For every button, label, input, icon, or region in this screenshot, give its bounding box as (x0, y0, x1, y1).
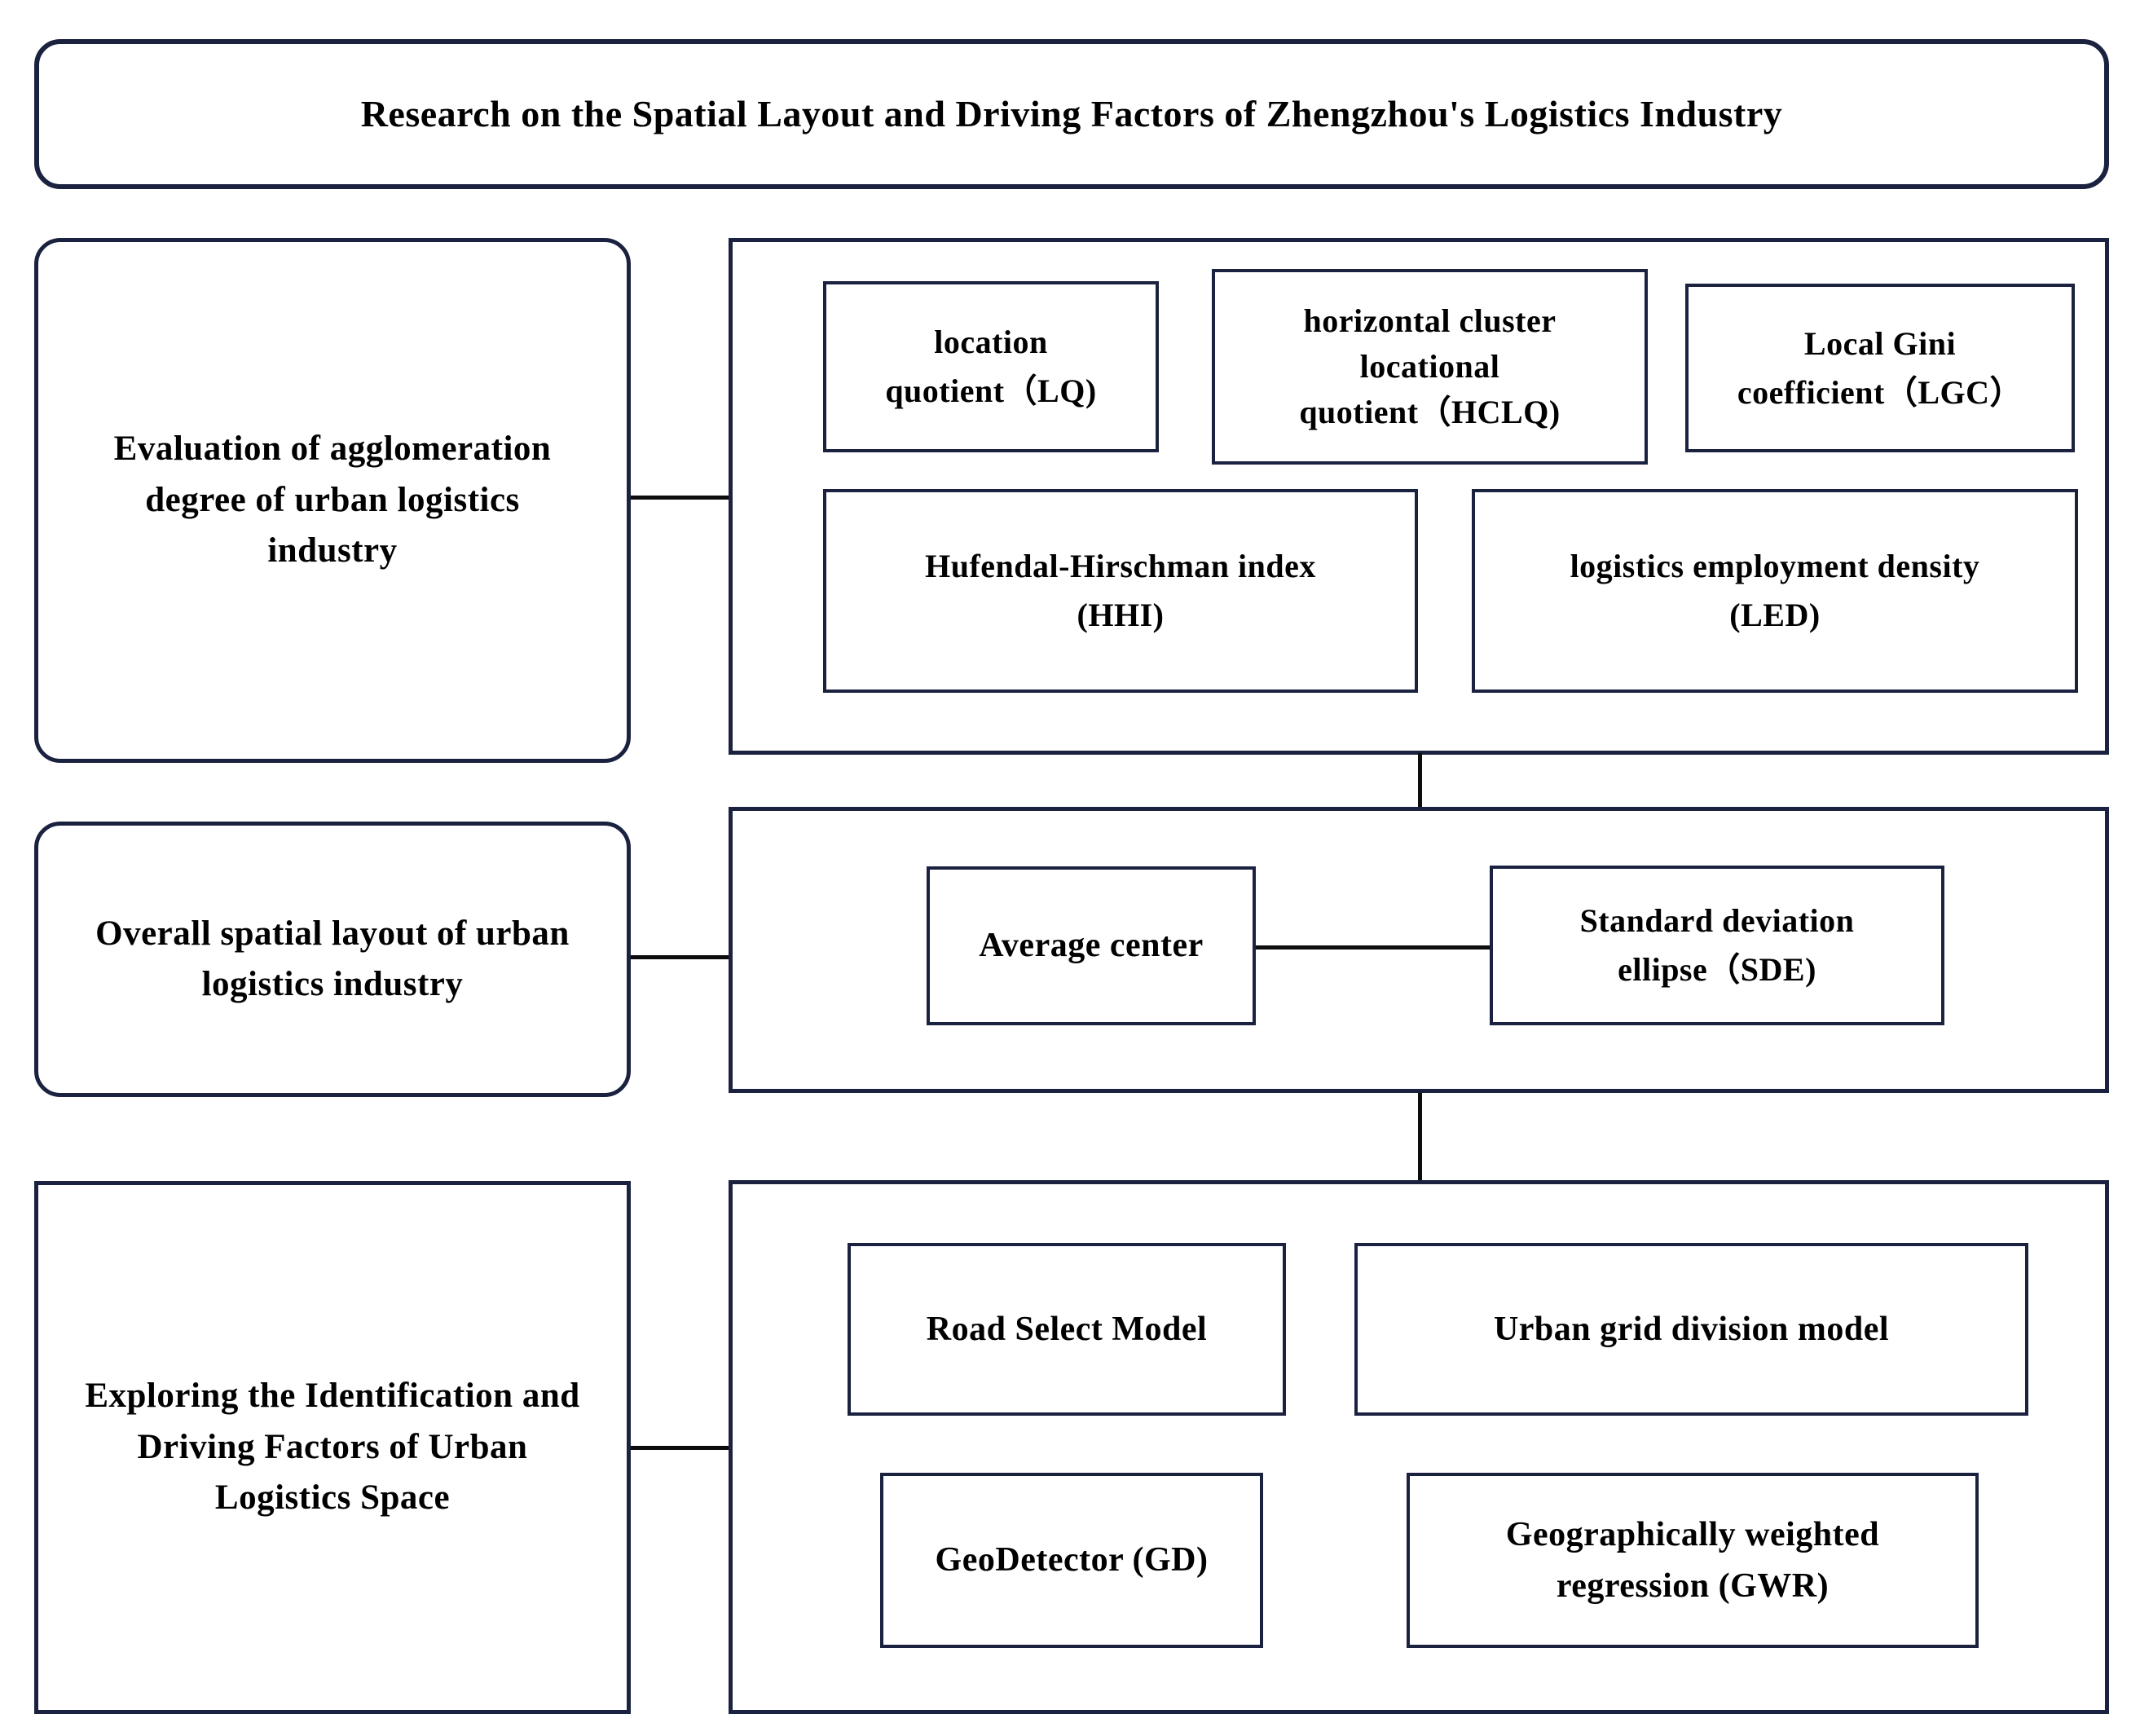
method-label-sde: Standard deviation ellipse（SDE) (1579, 902, 1855, 988)
method-box-led: logistics employment density (LED) (1472, 489, 2078, 693)
method-label-lq: location quotient（LQ) (885, 324, 1097, 409)
agglomeration-left-label: Evaluation of agglomeration degree of ur… (113, 430, 552, 571)
method-label-hhi: Hufendal-Hirschman index (HHI) (925, 548, 1316, 633)
title-box: Research on the Spatial Layout and Drivi… (34, 39, 2109, 189)
method-label-hclq: horizontal cluster locational quotient（H… (1299, 302, 1561, 430)
connector-overall-layout (631, 955, 729, 959)
method-box-gd: GeoDetector (GD) (880, 1473, 1263, 1648)
driving-factors-left-label: Exploring the Identification and Driving… (85, 1377, 580, 1518)
connector-driving-factors (631, 1446, 729, 1450)
method-box-hhi: Hufendal-Hirschman index (HHI) (823, 489, 1418, 693)
driving-factors-left-box: Exploring the Identification and Driving… (34, 1181, 631, 1714)
method-box-lq: location quotient（LQ) (823, 281, 1159, 452)
method-label-gwr: Geographically weighted regression (GWR) (1505, 1515, 1880, 1605)
page-title: Research on the Spatial Layout and Drivi… (360, 92, 1783, 134)
connector-average-center-sde (1256, 945, 1490, 950)
agglomeration-left-box: Evaluation of agglomeration degree of ur… (34, 238, 631, 763)
overall-layout-left-box: Overall spatial layout of urban logistic… (34, 822, 631, 1097)
method-label-lgc: Local Gini coefficient（LGC） (1737, 324, 2023, 411)
method-label-average-center: Average center (979, 927, 1204, 964)
method-box-average-center: Average center (927, 866, 1256, 1025)
method-box-urban-grid: Urban grid division model (1354, 1243, 2028, 1416)
connector-vertical-2 (1418, 1093, 1422, 1180)
overall-layout-left-label: Overall spatial layout of urban logistic… (95, 914, 570, 1003)
method-box-hclq: horizontal cluster locational quotient（H… (1212, 269, 1648, 465)
method-label-urban-grid: Urban grid division model (1493, 1310, 1890, 1348)
connector-agglomeration (631, 496, 729, 500)
method-label-led: logistics employment density (LED) (1570, 548, 1980, 633)
method-box-sde: Standard deviation ellipse（SDE) (1490, 866, 1944, 1025)
method-label-gd: GeoDetector (GD) (935, 1541, 1209, 1579)
method-box-road-select: Road Select Model (848, 1243, 1286, 1416)
method-label-road-select: Road Select Model (926, 1310, 1208, 1348)
connector-vertical-1 (1418, 753, 1422, 809)
method-box-gwr: Geographically weighted regression (GWR) (1407, 1473, 1979, 1648)
method-box-lgc: Local Gini coefficient（LGC） (1685, 284, 2075, 452)
